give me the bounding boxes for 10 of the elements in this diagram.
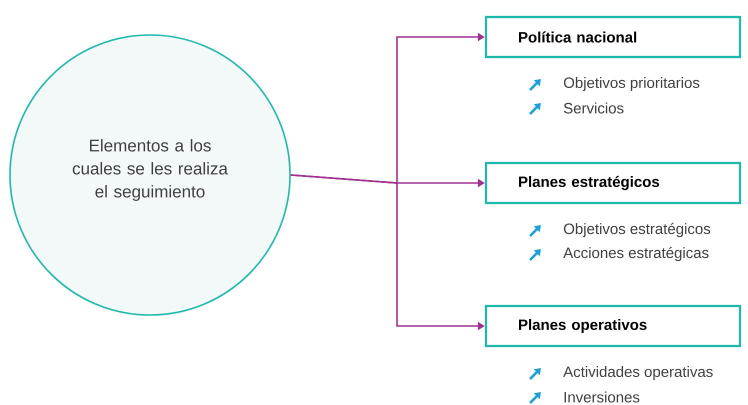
title-box: Política nacional — [484, 16, 742, 58]
list-item: Inversiones — [564, 392, 640, 402]
title-box: Planes operativos — [484, 304, 742, 348]
list-item: Acciones estratégicas — [563, 246, 709, 262]
title-box: Planes estratégicos — [484, 162, 742, 204]
circle-node: Elementos a los cuales se les realiza el seguimiento — [9, 34, 291, 316]
list-item: Objetivos prioritarios — [564, 77, 700, 91]
list-item: Actividades operativas — [563, 366, 713, 380]
list-item: Servicios — [564, 102, 624, 114]
list-item: Objetivos estratégicos — [564, 222, 710, 238]
